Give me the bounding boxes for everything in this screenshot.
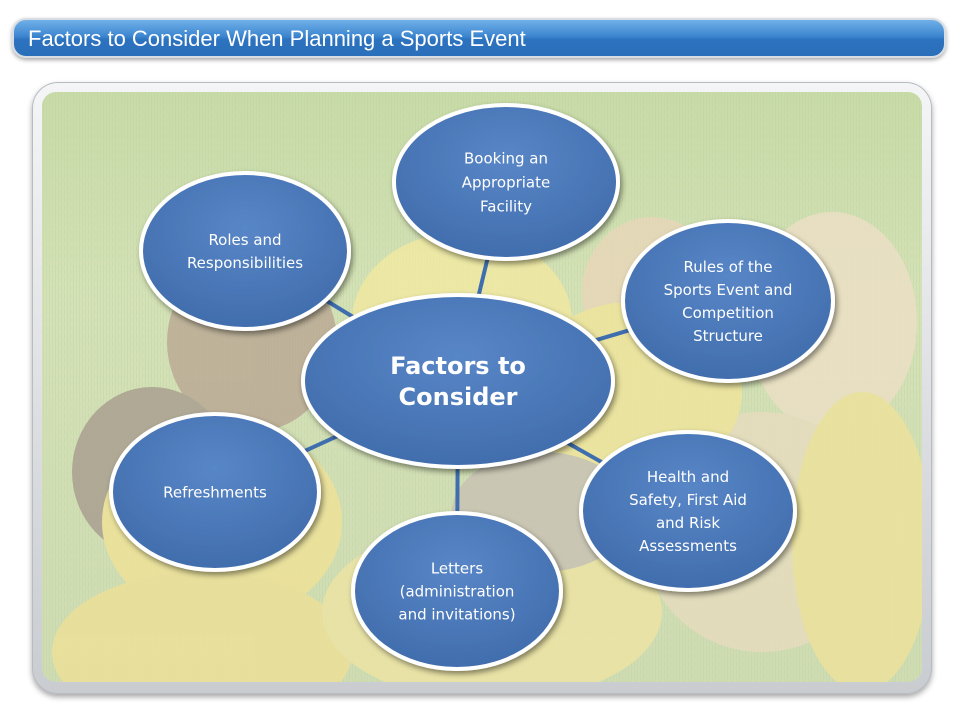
title-bar: Factors to Consider When Planning a Spor… — [12, 18, 946, 58]
node-ellipse-letters — [351, 511, 563, 671]
node-label-letters-line-2: and invitations) — [398, 605, 515, 623]
node-label-roles-line-0: Roles and — [208, 231, 281, 249]
node-ellipse-roles — [139, 171, 351, 331]
node-label-refreshments-line-0: Refreshments — [163, 483, 267, 501]
node-label-center-line-0: Factors to — [390, 352, 526, 380]
node-label-facility-line-2: Facility — [480, 197, 532, 215]
node-label-center-line-1: Consider — [399, 383, 518, 411]
node-ellipse-facility — [392, 103, 620, 261]
node-label-health-line-3: Assessments — [639, 537, 737, 555]
node-ellipse-rules — [621, 219, 835, 383]
node-label-rules-line-3: Structure — [693, 327, 763, 345]
node-ellipse-refreshments — [109, 412, 321, 572]
node-label-health-line-1: Safety, First Aid — [629, 491, 747, 509]
node-label-facility-line-0: Booking an — [464, 149, 548, 167]
node-label-letters-line-0: Letters — [431, 559, 483, 577]
node-ellipse-health — [579, 430, 797, 592]
node-label-rules-line-2: Competition — [682, 304, 774, 322]
node-label-rules-line-0: Rules of the — [683, 258, 772, 276]
node-letters: Letters (administration and invitations) — [351, 511, 563, 671]
node-label-health-line-2: and Risk — [656, 514, 720, 532]
node-ellipse-center — [301, 293, 615, 469]
node-label-facility-line-1: Appropriate — [462, 173, 550, 191]
node-label-roles-line-1: Responsibilities — [187, 254, 303, 272]
node-label-health-line-0: Health and — [647, 468, 729, 486]
node-label-letters-line-1: (administration — [400, 582, 515, 600]
node-center: Factors to Consider — [301, 293, 615, 469]
node-refreshments: Refreshments — [109, 412, 321, 572]
slide-title: Factors to Consider When Planning a Spor… — [28, 26, 526, 51]
node-label-rules-line-1: Sports Event and — [664, 281, 793, 299]
